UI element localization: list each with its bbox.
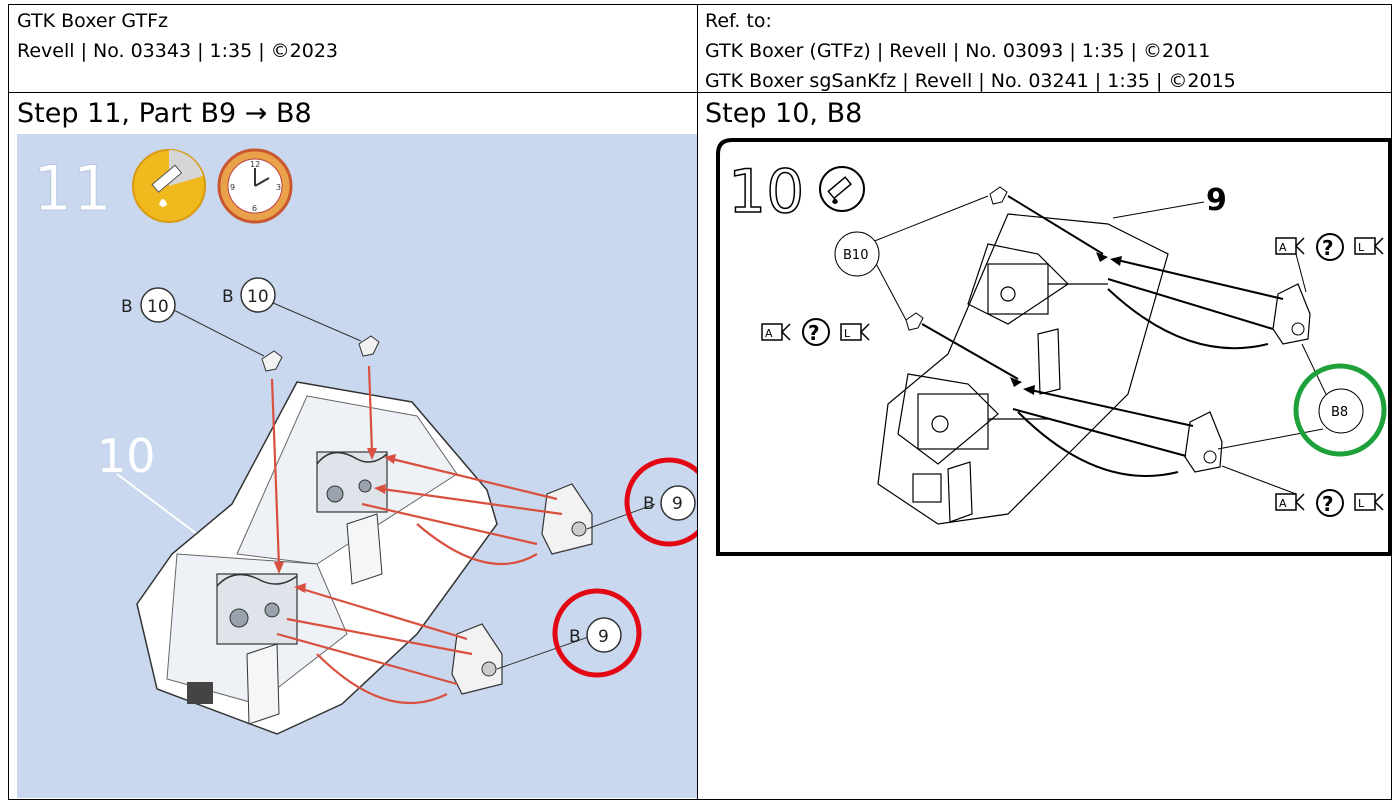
- marker-row-left: A ? L: [761, 318, 870, 346]
- highlight-circle-b9-upper: [624, 457, 697, 547]
- part-b10-left-drawing: [261, 350, 283, 372]
- chassis-block: [187, 682, 213, 704]
- marker-a: A: [1279, 241, 1287, 254]
- marker-l: L: [1358, 497, 1365, 510]
- right-instruction-diagram: 10 9: [708, 134, 1391, 560]
- assembly-arrows: [921, 195, 1284, 477]
- callout-letter: B: [569, 627, 581, 647]
- left-step-title: Step 11, Part B9 → B8: [17, 98, 312, 129]
- highlight-circle-b9-lower: [552, 588, 642, 678]
- table-column-divider: [697, 4, 698, 800]
- callout-leaders: [161, 295, 656, 670]
- table-border-top: [8, 4, 1392, 5]
- highlight-circle-b8: [1293, 363, 1387, 457]
- table-border-right: [1391, 4, 1392, 800]
- callout-b9-lower: B 9: [569, 617, 622, 653]
- marker-a: A: [1279, 497, 1287, 510]
- left-header-cell: GTK Boxer GTFz Revell | No. 03343 | 1:35…: [17, 6, 338, 66]
- marker-row-bottom-right: A ? L: [1275, 489, 1384, 517]
- part-b10-lower-drawing: [905, 312, 924, 331]
- marker-question: ?: [1322, 492, 1334, 516]
- arrow-heads: [274, 448, 396, 593]
- part-b9-lower-drawing: [451, 623, 503, 695]
- chassis-assembly-drawing: [136, 381, 498, 735]
- callout-letter: B: [121, 297, 133, 317]
- callout-number: 10: [147, 297, 169, 317]
- marker-a: A: [765, 327, 773, 340]
- clock-number-9: 9: [230, 183, 235, 192]
- comparison-table: GTK Boxer GTFz Revell | No. 03343 | 1:35…: [8, 4, 1392, 800]
- reference-kit-2: GTK Boxer sgSanKfz | Revell | No. 03241 …: [705, 70, 1236, 92]
- arrow-heads: [1010, 252, 1122, 395]
- callout-b10-left: B 10: [121, 287, 176, 323]
- diagram-frame: [716, 138, 1391, 556]
- glue-icon: [819, 166, 865, 212]
- chassis-block: [912, 473, 942, 503]
- reference-label: Ref. to:: [705, 10, 772, 32]
- table-border-bottom: [8, 799, 1392, 800]
- part-number-label: 9: [1206, 183, 1227, 218]
- callout-number: 10: [247, 287, 269, 307]
- glue-icon: [132, 149, 206, 223]
- part-b10-right-drawing: [358, 335, 380, 357]
- marker-question: ?: [808, 321, 820, 345]
- part-label-leader: [1112, 201, 1205, 219]
- callout-b10: B10: [834, 231, 880, 277]
- drying-time-clock-icon: 12 3 6 9: [217, 148, 293, 224]
- callout-number: 9: [672, 494, 683, 514]
- reference-kit-1: GTK Boxer (GTFz) | Revell | No. 03093 | …: [705, 40, 1211, 62]
- chassis-assembly-drawing: [877, 213, 1169, 525]
- part-b9-upper-drawing: [541, 483, 593, 555]
- part-b10-upper-drawing: [989, 186, 1008, 205]
- step-number: 10: [728, 157, 804, 227]
- callout-letter: B: [643, 494, 655, 514]
- marker-question: ?: [1322, 236, 1334, 260]
- clock-number-3: 3: [276, 183, 281, 192]
- table-row-divider: [8, 92, 1392, 93]
- callout-number: 9: [598, 627, 609, 647]
- left-instruction-diagram: 11 12 3 6 9 10: [17, 134, 697, 798]
- callout-label: B8: [1331, 405, 1348, 420]
- callout-b8: B8: [1318, 388, 1364, 434]
- marker-row-top-right: A ? L: [1275, 233, 1384, 261]
- right-step-title: Step 10, B8: [705, 98, 863, 129]
- table-border-left: [8, 4, 9, 800]
- callout-label: B10: [843, 248, 868, 263]
- callout-b9-upper: B 9: [643, 485, 696, 521]
- marker-l: L: [844, 327, 851, 340]
- previous-step-leader: [116, 473, 198, 535]
- kit-title: GTK Boxer GTFz: [17, 10, 168, 32]
- clock-number-6: 6: [252, 204, 257, 213]
- part-b8-lower-drawing: [1184, 411, 1223, 473]
- kit-details: Revell | No. 03343 | 1:35 | ©2023: [17, 40, 339, 62]
- previous-step-number: 10: [97, 429, 156, 483]
- assembly-arrows: [270, 365, 563, 705]
- callout-b10-right: B 10: [222, 277, 276, 313]
- marker-l: L: [1358, 241, 1365, 254]
- right-header-cell: Ref. to: GTK Boxer (GTFz) | Revell | No.…: [705, 6, 1236, 96]
- step-number: 11: [33, 152, 112, 225]
- callout-letter: B: [222, 287, 234, 307]
- clock-number-12: 12: [250, 160, 260, 169]
